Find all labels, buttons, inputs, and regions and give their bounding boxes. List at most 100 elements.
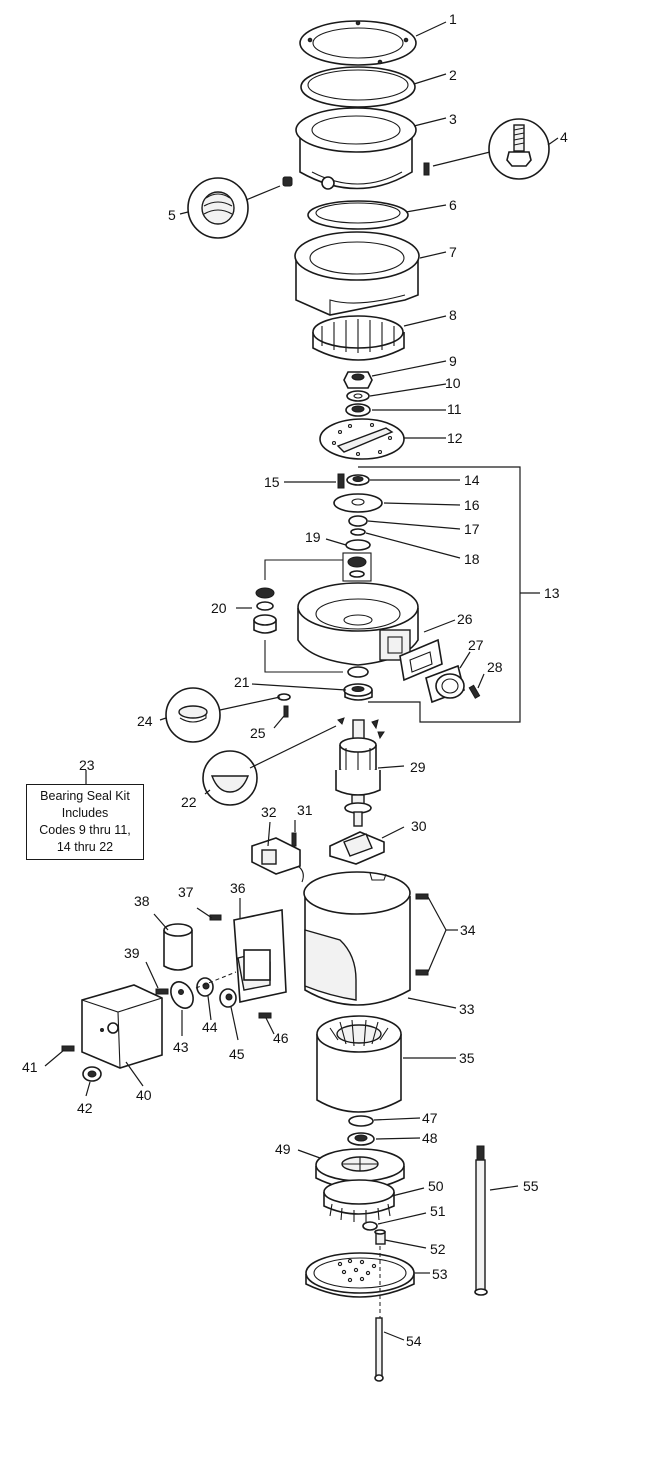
part-52-spacer (374, 1229, 386, 1245)
part-27-discharge-flange (425, 664, 465, 704)
callout-24: 24 (137, 713, 153, 729)
part-11-washer (345, 403, 371, 417)
callout-48: 48 (422, 1130, 438, 1146)
part-30-switch-bracket (329, 831, 385, 865)
part-38-capacitor (163, 923, 193, 971)
part-50-fan (323, 1179, 395, 1222)
part-48-bearing (347, 1132, 375, 1146)
part-39-screw (155, 988, 169, 995)
callout-18: 18 (464, 551, 480, 567)
part-19-ring (345, 539, 371, 551)
part-42-grommet (82, 1066, 102, 1082)
callout-47: 47 (422, 1110, 438, 1126)
part-5-plug-detail (187, 176, 293, 239)
callout-21: 21 (234, 674, 250, 690)
callout-12: 12 (447, 430, 463, 446)
callout-49: 49 (275, 1141, 291, 1157)
callout-43: 43 (173, 1039, 189, 1055)
callout-1: 1 (449, 11, 457, 27)
callout-8: 8 (449, 307, 457, 323)
part-29-rotor (335, 719, 385, 827)
part-31-screw (291, 832, 297, 847)
kit-note-line-2: Includes (61, 806, 109, 820)
callout-15: 15 (264, 474, 280, 490)
callout-7: 7 (449, 244, 457, 260)
part-28-screw (468, 684, 481, 699)
callout-35: 35 (459, 1050, 475, 1066)
callout-52: 52 (430, 1241, 446, 1257)
upper-bearing-housing (297, 582, 419, 666)
callout-9: 9 (449, 353, 457, 369)
callout-6: 6 (449, 197, 457, 213)
callout-45: 45 (229, 1046, 245, 1062)
assembly-axis-left (195, 971, 237, 989)
part-51-washer (362, 1221, 378, 1231)
callout-4: 4 (560, 129, 568, 145)
part-40-cover (81, 984, 163, 1069)
callout-51: 51 (430, 1203, 446, 1219)
callout-2: 2 (449, 67, 457, 83)
part-3-upper-housing (295, 107, 417, 190)
callout-39: 39 (124, 945, 140, 961)
bracket-13 (358, 466, 521, 723)
part-45-bushing (219, 988, 237, 1008)
kit-note-line-1: Bearing Seal Kit (40, 789, 130, 803)
callout-36: 36 (230, 880, 246, 896)
callout-41: 41 (22, 1059, 38, 1075)
callout-22: 22 (181, 794, 197, 810)
part-41-screw (61, 1045, 75, 1052)
callout-37: 37 (178, 884, 194, 900)
part-15-screw (337, 473, 345, 489)
callout-32: 32 (261, 804, 277, 820)
callout-38: 38 (134, 893, 150, 909)
part-34-screws (415, 893, 429, 976)
part-54-tie-rod (374, 1317, 384, 1382)
part-1-mounting-ring (299, 20, 417, 66)
part-46-screw (258, 1012, 272, 1019)
part-9-nut (343, 371, 373, 389)
part-8-shredder-ring (312, 315, 405, 361)
bearing-seal-kit-note: Bearing Seal Kit Includes Codes 9 thru 1… (26, 784, 144, 860)
callout-20: 20 (211, 600, 227, 616)
callout-42: 42 (77, 1100, 93, 1116)
part-20-seal-group (253, 559, 343, 673)
callout-30: 30 (411, 818, 427, 834)
callout-numbers: 1 2 3 4 5 6 7 8 9 10 11 12 13 14 15 16 1… (22, 11, 568, 1349)
callout-17: 17 (464, 521, 480, 537)
part-43-plate (170, 981, 194, 1009)
part-32-switch (251, 837, 304, 883)
callout-5: 5 (168, 207, 176, 223)
callout-14: 14 (464, 472, 480, 488)
callout-10: 10 (445, 375, 461, 391)
callout-40: 40 (136, 1087, 152, 1103)
callout-54: 54 (406, 1333, 422, 1349)
part-17-washer (348, 515, 368, 527)
part-47-washer (348, 1115, 374, 1127)
callout-31: 31 (297, 802, 313, 818)
callout-34: 34 (460, 922, 476, 938)
callout-23: 23 (79, 757, 95, 773)
part-6-ring (307, 200, 409, 230)
callout-55: 55 (523, 1178, 539, 1194)
part-24-lock-washer-detail (165, 687, 291, 743)
part-25-screw (283, 705, 289, 718)
part-53-bottom-plate (305, 1252, 415, 1298)
callout-19: 19 (305, 529, 321, 545)
callout-11: 11 (447, 401, 462, 417)
leader-lines (44, 21, 559, 1341)
part-2-gasket (300, 66, 416, 108)
callout-33: 33 (459, 1001, 475, 1017)
callout-25: 25 (250, 725, 266, 741)
part-21-bearing (343, 666, 373, 701)
part-14-washer (346, 474, 370, 486)
part-18-ring (350, 528, 366, 536)
part-4-screw-detail (423, 118, 550, 180)
callout-46: 46 (273, 1030, 289, 1046)
part-26-gasket (399, 638, 443, 682)
part-33-motor-housing (303, 871, 411, 1006)
callout-29: 29 (410, 759, 426, 775)
callout-27: 27 (468, 637, 484, 653)
part-22-key-detail (202, 717, 345, 806)
callout-44: 44 (202, 1019, 218, 1035)
